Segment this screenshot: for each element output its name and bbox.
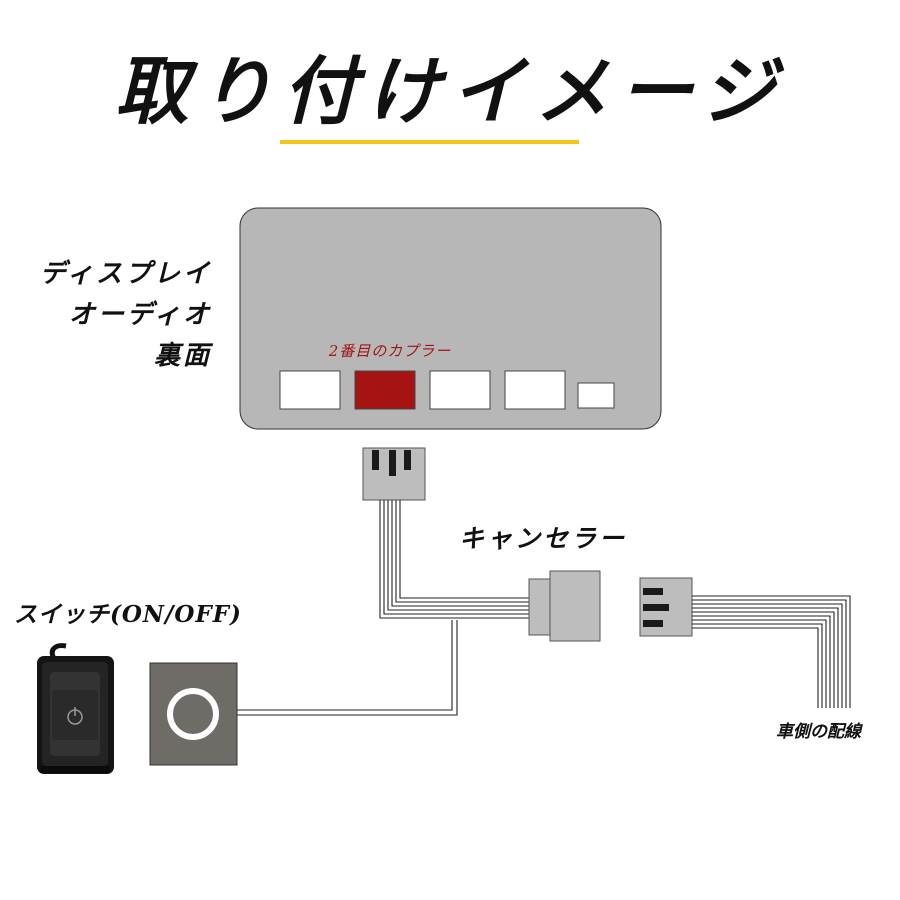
- display-label-line-3: 裏面: [153, 341, 212, 371]
- switch-wire: [237, 620, 458, 716]
- canceler-connector: [528, 570, 601, 642]
- display-audio-label: ディスプレイ オーディオ 裏面: [0, 254, 212, 377]
- page-title: 取り付けイメージ: [114, 49, 786, 135]
- display-label-line-2: オーディオ: [68, 300, 212, 330]
- coupler-slot-2-highlight: [354, 370, 416, 410]
- vehicle-harness: [692, 595, 851, 708]
- canceler-label: キャンセラー: [459, 524, 628, 553]
- plug-to-canceler-harness: [379, 500, 531, 619]
- panel-plug-connector: [362, 447, 426, 501]
- switch-label: スイッチ(ON/OFF): [14, 601, 242, 628]
- coupler-slot-5: [577, 382, 615, 409]
- title-underline: [280, 140, 579, 144]
- coupler-slot-1: [279, 370, 341, 410]
- switch-box: [149, 662, 238, 766]
- vehicle-wiring-label: 車側の配線: [776, 722, 861, 742]
- rocker-power-switch-icon: [37, 643, 114, 774]
- vehicle-side-connector: [639, 577, 693, 637]
- coupler-slot-3: [429, 370, 491, 410]
- power-ring-icon: [167, 688, 219, 740]
- display-label-line-1: ディスプレイ: [39, 259, 212, 289]
- second-coupler-label: 2番目のカプラー: [328, 342, 452, 360]
- coupler-slot-4: [504, 370, 566, 410]
